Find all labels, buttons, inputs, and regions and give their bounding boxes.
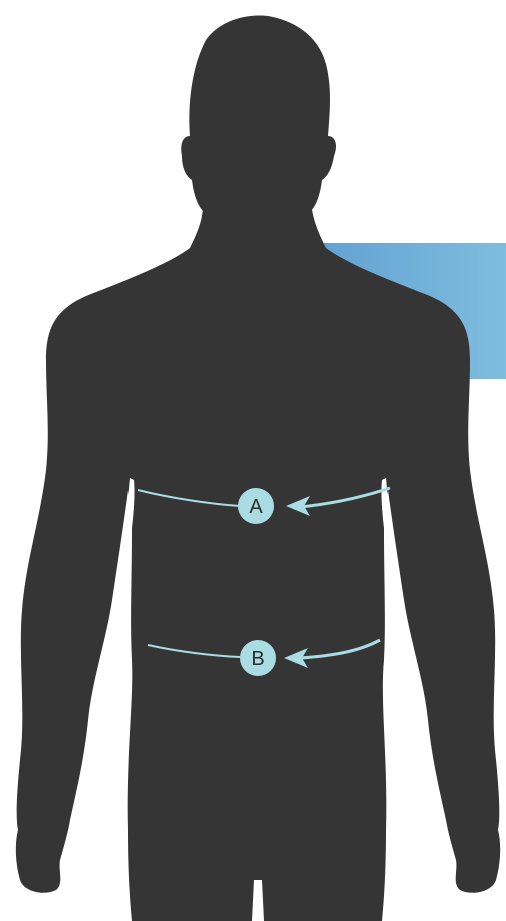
marker-b-label: B [251,648,264,670]
torso-shape [16,200,500,921]
body-silhouette [16,16,500,921]
leg-gap [252,880,264,921]
head-shape [181,16,336,212]
marker-a-label: A [249,496,263,518]
